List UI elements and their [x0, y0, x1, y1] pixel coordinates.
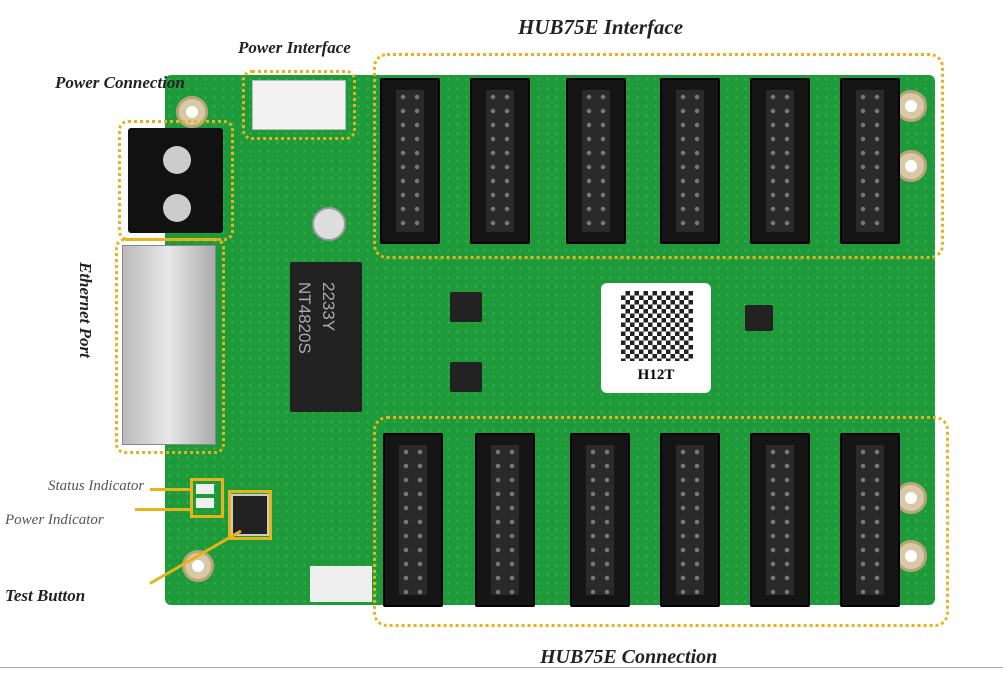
hub75e-connector: [660, 433, 720, 607]
hub75e-connector: [660, 78, 720, 244]
qr-label: H12T: [601, 283, 711, 393]
indicator-outline: [190, 478, 224, 518]
connector: [310, 566, 372, 602]
hub75e-connector: [750, 433, 810, 607]
test-button-outline: [228, 490, 272, 540]
label-power-interface: Power Interface: [238, 38, 351, 57]
hub75e-connector: [840, 433, 900, 607]
power-terminal: [128, 128, 223, 233]
power-interface-connector: [252, 80, 346, 130]
hub75e-connector: [475, 433, 535, 607]
ethernet-port-outline: [115, 238, 225, 454]
hub75e-connector: [380, 78, 440, 244]
ic-chip: [745, 305, 773, 331]
leader-line: [150, 488, 192, 491]
hub75e-interface-outline: [373, 53, 944, 259]
ethernet-port: [122, 245, 216, 445]
qr-code-icon: [621, 291, 693, 361]
label-power-indicator: Power Indicator: [5, 512, 104, 528]
mounting-hole: [895, 482, 927, 514]
mounting-hole: [895, 150, 927, 182]
label-status-indicator: Status Indicator: [48, 478, 145, 494]
hub75e-connection-outline: [373, 416, 949, 627]
label-hub75e-connection: HUB75E Connection: [540, 646, 718, 668]
power-interface-outline: [242, 70, 356, 140]
ic-chip: [450, 292, 482, 322]
leader-line: [135, 508, 192, 511]
hub75e-connector: [566, 78, 626, 244]
test-button[interactable]: [231, 494, 269, 536]
label-test-button: Test Button: [5, 586, 86, 605]
capacitor: [312, 207, 346, 241]
label-power-connection: Power Connection: [55, 73, 185, 92]
model-label: H12T: [637, 367, 675, 383]
ic-chip: [450, 362, 482, 392]
hub75e-connector: [570, 433, 630, 607]
ethernet-chip: 2233Y NT4820S: [290, 262, 362, 412]
chip-text: NT4820S: [295, 282, 314, 354]
chip-text: 2233Y: [319, 282, 338, 332]
label-ethernet-port: Ethernet Port: [76, 262, 95, 358]
hub75e-connector: [840, 78, 900, 244]
hub75e-connector: [750, 78, 810, 244]
divider: [0, 667, 1003, 668]
mounting-hole: [895, 540, 927, 572]
hub75e-connector: [383, 433, 443, 607]
power-connection-outline: [118, 120, 234, 241]
hub75e-connector: [470, 78, 530, 244]
label-hub75e-interface: HUB75E Interface: [518, 15, 684, 39]
